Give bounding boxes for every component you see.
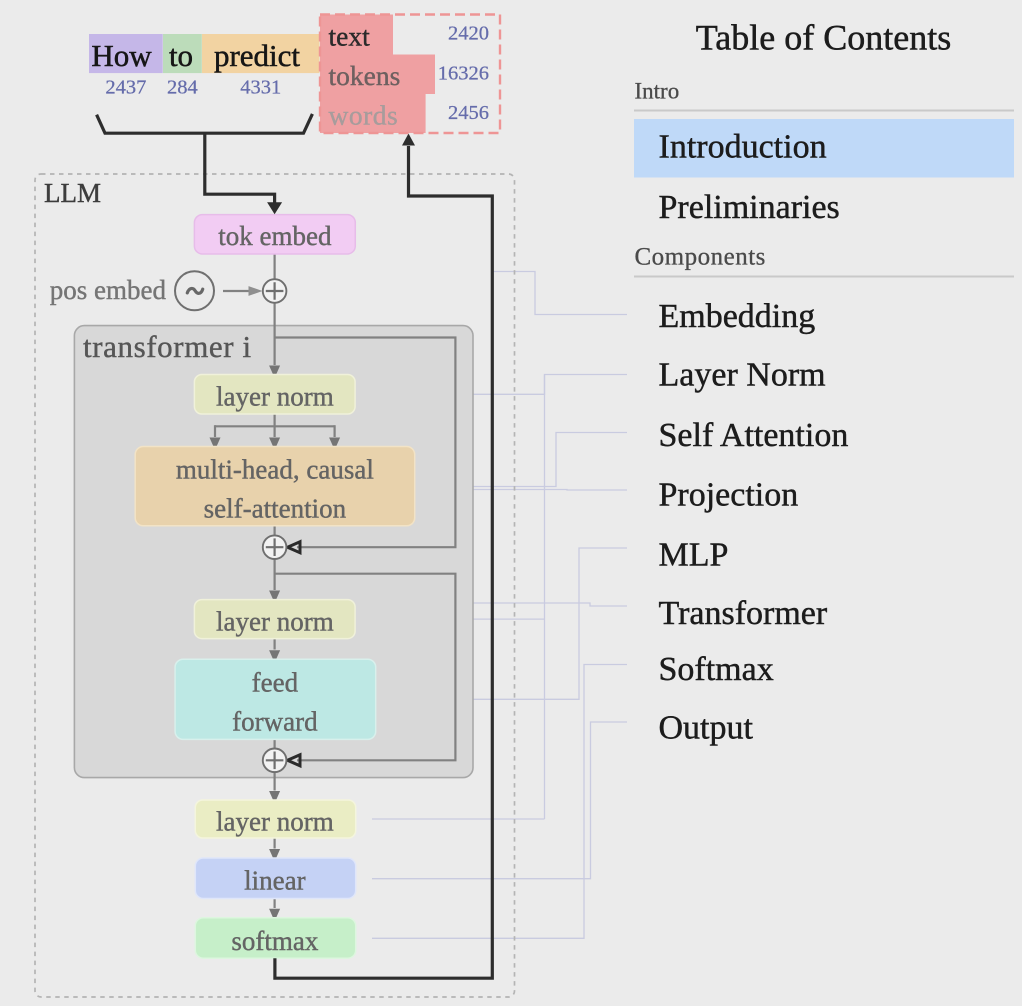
svg-text:layer norm: layer norm bbox=[216, 807, 334, 837]
svg-text:forward: forward bbox=[232, 707, 318, 737]
svg-text:feed: feed bbox=[252, 668, 299, 698]
svg-text:self-attention: self-attention bbox=[204, 494, 347, 524]
svg-text:Transformer: Transformer bbox=[659, 595, 828, 632]
svg-text:Softmax: Softmax bbox=[659, 651, 774, 688]
svg-text:Projection: Projection bbox=[659, 477, 799, 514]
svg-text:LLM: LLM bbox=[44, 178, 101, 208]
svg-text:words: words bbox=[329, 100, 399, 131]
svg-text:284: 284 bbox=[167, 77, 198, 99]
svg-text:Embedding: Embedding bbox=[659, 298, 816, 335]
svg-text:Table of Contents: Table of Contents bbox=[696, 17, 951, 57]
svg-text:2420: 2420 bbox=[448, 23, 489, 45]
svg-text:layer norm: layer norm bbox=[216, 606, 334, 636]
svg-text:to: to bbox=[169, 38, 193, 73]
svg-text:predict: predict bbox=[214, 38, 300, 73]
svg-text:4331: 4331 bbox=[240, 77, 281, 99]
svg-text:tok embed: tok embed bbox=[218, 221, 332, 251]
svg-text:How: How bbox=[91, 38, 152, 73]
svg-text:transformer i: transformer i bbox=[83, 329, 252, 364]
svg-text:16326: 16326 bbox=[438, 63, 489, 85]
svg-text:text: text bbox=[329, 21, 371, 52]
svg-text:Output: Output bbox=[659, 710, 754, 747]
svg-text:2437: 2437 bbox=[105, 77, 146, 99]
svg-text:pos embed: pos embed bbox=[50, 275, 167, 305]
svg-text:linear: linear bbox=[244, 866, 305, 896]
svg-text:Components: Components bbox=[635, 243, 766, 270]
svg-text:softmax: softmax bbox=[231, 926, 318, 956]
svg-text:2456: 2456 bbox=[448, 102, 489, 124]
svg-text:Introduction: Introduction bbox=[659, 129, 827, 166]
svg-text:Intro: Intro bbox=[635, 79, 680, 104]
svg-text:Layer Norm: Layer Norm bbox=[659, 357, 826, 394]
svg-text:multi-head, causal: multi-head, causal bbox=[176, 455, 374, 485]
svg-text:Preliminaries: Preliminaries bbox=[659, 189, 840, 226]
svg-text:layer norm: layer norm bbox=[216, 381, 334, 411]
svg-text:tokens: tokens bbox=[329, 60, 401, 91]
svg-text:MLP: MLP bbox=[659, 537, 729, 574]
svg-text:Self Attention: Self Attention bbox=[659, 417, 849, 454]
